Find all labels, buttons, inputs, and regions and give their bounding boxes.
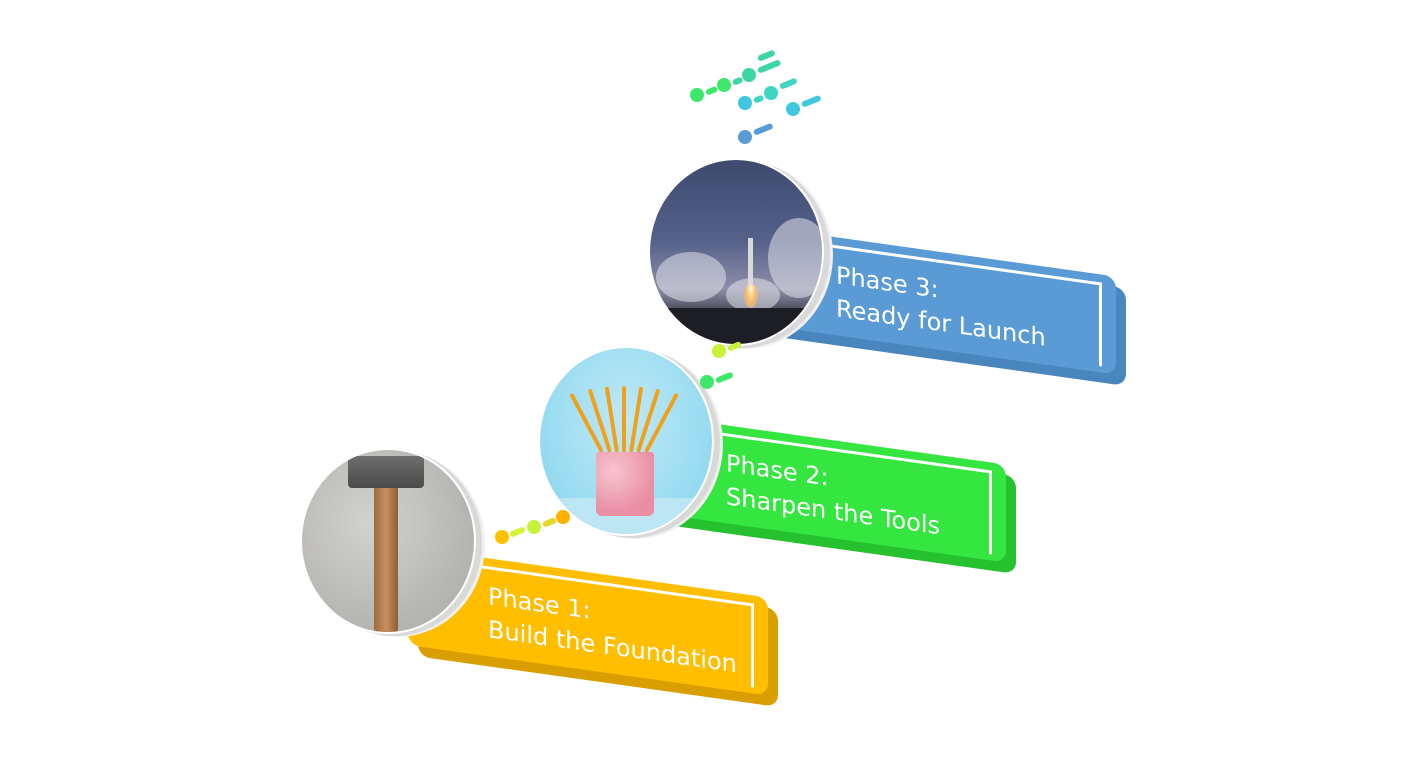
smoke-cloud — [656, 252, 726, 302]
trail-dash — [800, 94, 822, 108]
pencils-image — [538, 346, 714, 536]
hammer-handle — [374, 480, 398, 632]
rocket-body — [748, 238, 753, 288]
trail-dot — [738, 96, 752, 110]
trail-dot — [742, 68, 756, 82]
connector-dot — [556, 510, 570, 524]
pencil — [622, 386, 626, 452]
trail-dash — [704, 85, 719, 96]
trail-dash — [752, 94, 765, 104]
trail-dot — [690, 88, 704, 102]
trail-dash — [756, 49, 776, 62]
hammer-image — [300, 448, 476, 634]
connector-dot — [712, 344, 726, 358]
trail-dot — [738, 130, 752, 144]
launch-ground — [650, 308, 822, 344]
phase-1-panel-right-line — [751, 603, 754, 688]
trail-dot — [717, 78, 731, 92]
rocket-launch-image — [648, 158, 824, 346]
connector-dot — [495, 530, 509, 544]
phase-2-panel-right-line — [989, 470, 992, 555]
connector-dot — [527, 520, 541, 534]
phase-3-panel-right-line — [1099, 282, 1102, 367]
connector-dot — [700, 375, 714, 389]
trail-dash — [756, 59, 782, 74]
trail-dash — [752, 122, 774, 136]
hammer-head — [348, 456, 424, 488]
pencil-cup — [596, 452, 654, 516]
rocket-flame — [744, 284, 758, 308]
connector-dash — [714, 371, 734, 384]
trail-dot — [764, 86, 778, 100]
connector-dash — [508, 526, 526, 538]
trail-dot — [786, 102, 800, 116]
trail-dash — [778, 77, 798, 90]
smoke-cloud — [768, 218, 822, 298]
